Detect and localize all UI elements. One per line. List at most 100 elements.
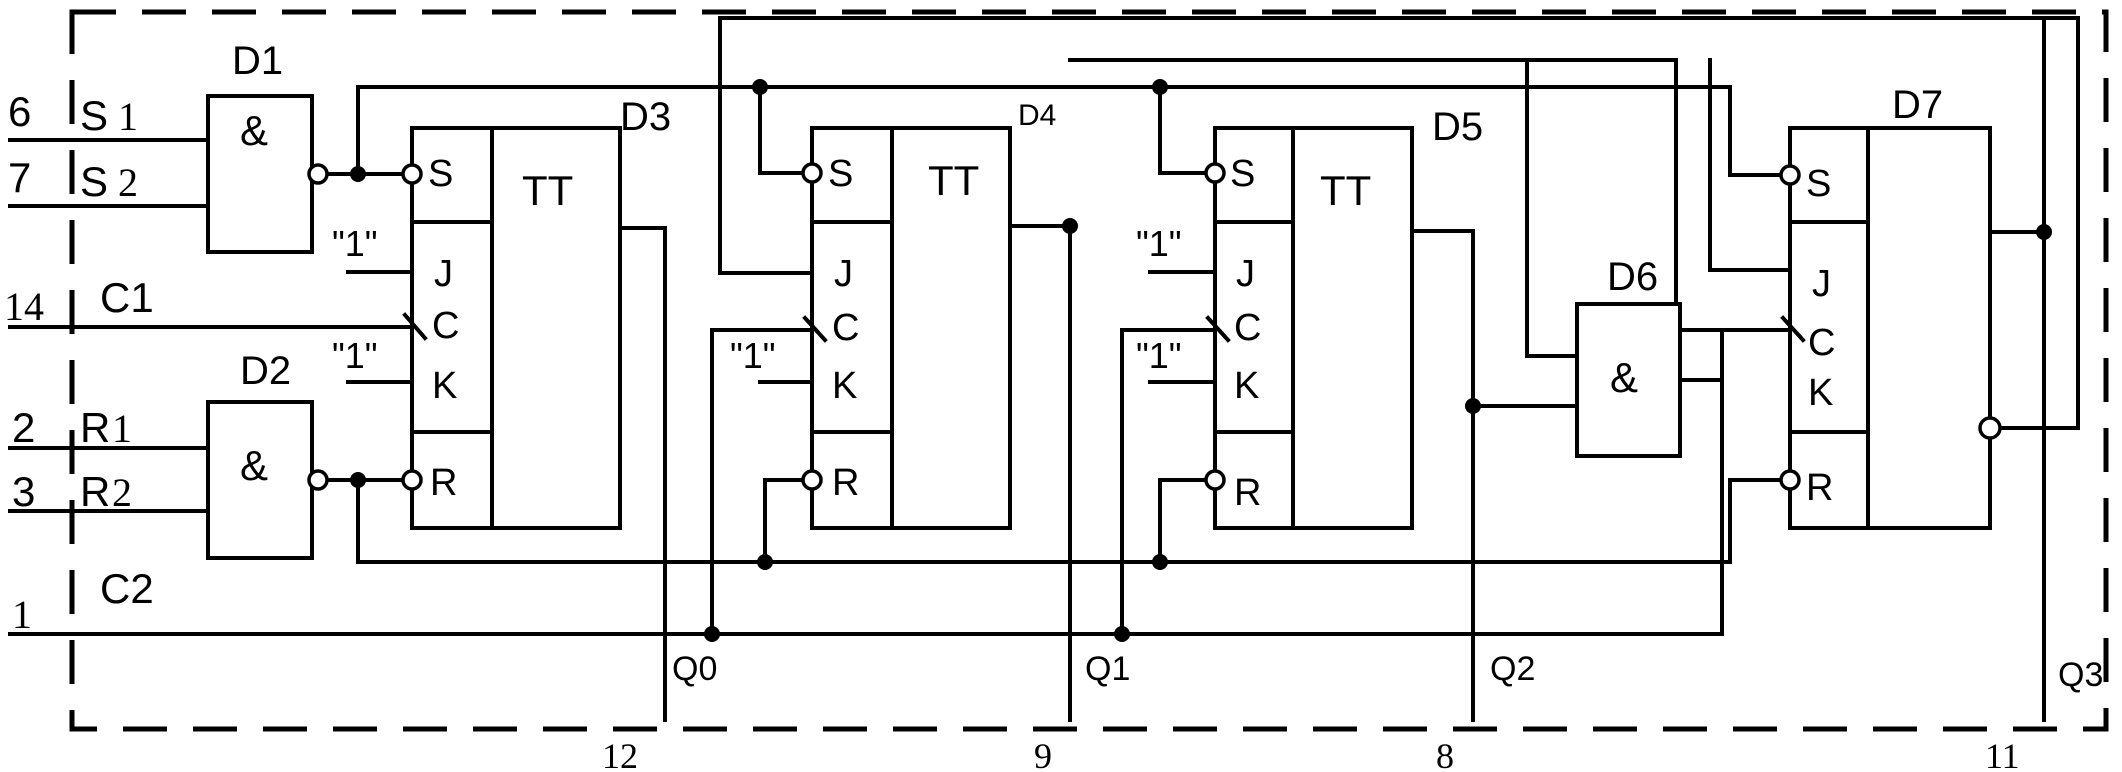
gate-d6-label: D6 [1607, 255, 1658, 299]
flipflop-d5-type: TT [1320, 167, 1371, 214]
svg-text:C: C [832, 307, 859, 349]
svg-text:K: K [432, 365, 457, 407]
svg-text:J: J [1812, 263, 1831, 305]
svg-text:R: R [1234, 472, 1261, 514]
junction [752, 79, 768, 95]
svg-text:J: J [434, 253, 453, 295]
wire-q0 [618, 226, 667, 722]
pin-q3: 11 [1985, 736, 2020, 772]
output-labels: Q0 Q1 Q2 Q3 12 9 8 11 [602, 650, 2103, 772]
svg-text:C: C [1234, 307, 1261, 349]
flipflop-d7: S J C K R D7 [1779, 83, 2002, 530]
svg-text:S: S [1230, 153, 1255, 195]
wire-set-bus [356, 85, 1783, 177]
pin-q1: 9 [1034, 736, 1052, 772]
svg-text:J: J [834, 253, 853, 295]
svg-text:K: K [1234, 365, 1259, 407]
chip-outline [69, 9, 2109, 732]
output-q2: Q2 [1490, 650, 1535, 688]
flipflop-d4-label: D4 [1018, 99, 1056, 132]
input-r1-index: 1 [112, 406, 132, 451]
output-q0: Q0 [672, 650, 717, 688]
junctions [350, 79, 2052, 642]
gate-d1-label: D1 [232, 39, 283, 83]
junction [1152, 554, 1168, 570]
wire-d6-in1 [1525, 58, 1579, 358]
pin-r1: 2 [12, 404, 35, 451]
d5-k-const: "1" [1136, 335, 1182, 376]
flipflop-d3: S J C K R TT D3 "1" "1" [332, 95, 671, 530]
junction [757, 554, 773, 570]
flipflop-d4-type: TT [928, 157, 979, 204]
svg-text:C: C [1808, 322, 1835, 364]
input-r2-index: 2 [112, 470, 132, 515]
pin-s1: 6 [8, 88, 31, 135]
input-c2-name: C2 [100, 565, 154, 612]
pin-c2: 1 [12, 592, 32, 637]
flipflop-d4: S J C K R TT D4 "1" [730, 99, 1056, 530]
output-q1: Q1 [1085, 650, 1130, 688]
gate-d6-symbol: & [1610, 354, 1638, 401]
gate-d2-label: D2 [240, 349, 291, 393]
input-r1-name: R [80, 404, 110, 451]
flipflop-d3-label: D3 [620, 95, 671, 139]
flipflop-d5: S J C K R TT D5 "1" "1" [1136, 105, 1483, 530]
d3-k-const: "1" [332, 335, 378, 376]
d4-k-const: "1" [730, 335, 776, 376]
svg-text:J: J [1236, 253, 1255, 295]
wire-q2 [1410, 229, 1475, 722]
input-labels: 6 S 1 7 S 2 14 C1 2 R 1 3 R 2 1 C2 [4, 88, 154, 637]
wire-q1-d5-clk [1120, 328, 1217, 636]
input-s2-name: S [80, 158, 108, 205]
junction [1062, 218, 1078, 234]
wire-set-d5 [1158, 85, 1207, 175]
wire-set-d4 [758, 85, 805, 175]
svg-text:R: R [1806, 467, 1833, 509]
d5-j-const: "1" [1136, 223, 1182, 264]
gate-d2-symbol: & [240, 442, 268, 489]
flipflop-d3-type: TT [522, 167, 573, 214]
gate-d6: & D6 [1575, 255, 1682, 458]
input-s2-index: 2 [118, 160, 138, 205]
svg-text:C: C [432, 305, 459, 347]
d3-j-const: "1" [332, 223, 378, 264]
gate-d1: & D1 [206, 39, 329, 254]
output-q3: Q3 [2058, 656, 2103, 694]
gate-d2: & D2 [206, 349, 329, 560]
wire-q1-d6 [1068, 58, 1792, 332]
svg-text:S: S [428, 153, 453, 195]
junction [1465, 398, 1481, 414]
junction [2036, 224, 2052, 240]
wire-q0-d4-clk [710, 328, 814, 636]
gate-d1-symbol: & [240, 107, 268, 154]
wire-q3bar-fb [718, 16, 2080, 430]
input-s1-name: S [80, 92, 108, 139]
flipflop-d5-label: D5 [1432, 105, 1483, 149]
junction [1114, 626, 1130, 642]
flipflop-d7-label: D7 [1892, 83, 1943, 127]
wire-reset-d4 [763, 478, 805, 564]
svg-text:R: R [832, 462, 859, 504]
svg-text:K: K [832, 365, 857, 407]
wire-q3 [1988, 230, 2046, 722]
pin-q0: 12 [602, 736, 638, 772]
junction [350, 472, 366, 488]
pin-q2: 8 [1436, 736, 1454, 772]
svg-text:R: R [430, 462, 457, 504]
input-s1-index: 1 [118, 94, 138, 139]
wire-reset-d5 [1158, 478, 1207, 564]
junction [1152, 79, 1168, 95]
wire-reset-bus [356, 478, 1783, 564]
pin-c1: 14 [4, 284, 44, 329]
svg-text:K: K [1808, 372, 1833, 414]
junction [350, 166, 366, 182]
svg-text:S: S [828, 153, 853, 195]
svg-text:S: S [1806, 163, 1831, 205]
input-r2-name: R [80, 468, 110, 515]
wire-q1 [1008, 224, 1072, 722]
pin-r2: 3 [12, 468, 35, 515]
input-c1-name: C1 [100, 274, 154, 321]
junction [704, 626, 720, 642]
pin-s2: 7 [8, 154, 31, 201]
